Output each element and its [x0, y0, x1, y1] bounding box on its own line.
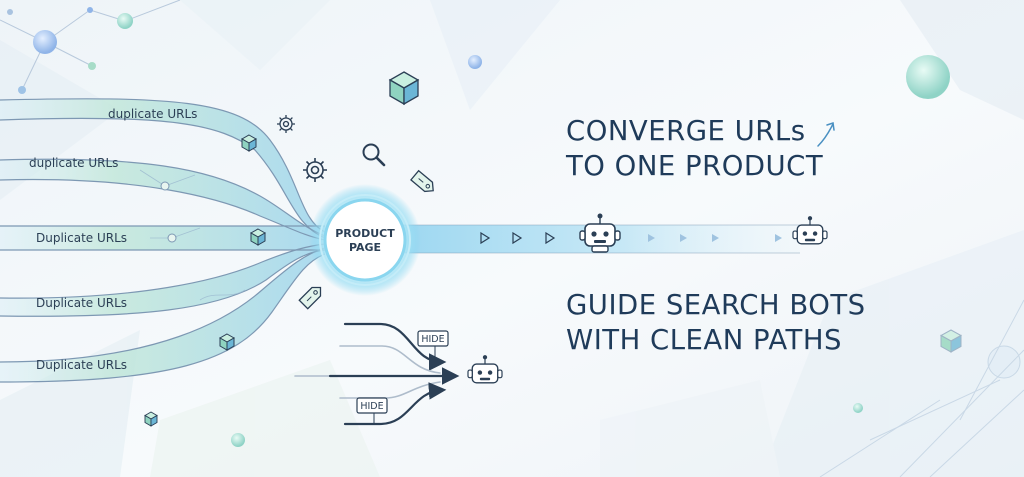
cube-icon — [218, 333, 236, 351]
gear-icon — [277, 115, 295, 133]
orb — [231, 433, 245, 447]
robot-icon — [792, 216, 828, 245]
hide-tag-label: HIDE — [360, 401, 383, 412]
url-label-3: Duplicate URLs — [36, 231, 127, 245]
orb — [906, 55, 950, 99]
arrow-icon — [817, 122, 835, 147]
robot-icon — [467, 355, 503, 384]
cube-icon — [939, 329, 963, 353]
cube-icon — [144, 411, 158, 427]
hub-label-line1: PRODUCT — [335, 227, 395, 240]
headline-guide: GUIDE SEARCH BOTS WITH CLEAN PATHS — [566, 288, 866, 358]
headline-converge-line2: TO ONE PRODUCT — [566, 150, 824, 182]
hide-tag: HIDE — [417, 330, 449, 347]
url-label-1: duplicate URLs — [108, 107, 197, 121]
flow-arrows-faded — [648, 234, 782, 242]
cube-icon — [388, 71, 420, 106]
tag-icon — [298, 286, 322, 310]
tag-icon — [410, 169, 434, 193]
flow-arrows — [480, 231, 556, 245]
network-nodes-top-left — [0, 0, 181, 94]
duplicate-url-streams — [0, 98, 326, 383]
headline-converge: CONVERGE URLs TO ONE PRODUCT — [566, 114, 823, 184]
url-label-2: duplicate URLs — [29, 156, 118, 170]
product-page-hub: PRODUCT PAGE — [309, 184, 421, 296]
url-labels: duplicate URLs duplicate URLs Duplicate … — [29, 107, 197, 372]
hide-tag-label: HIDE — [421, 334, 444, 345]
network-lines-bottom-right — [819, 299, 1024, 477]
headline-guide-line1: GUIDE SEARCH BOTS — [566, 289, 866, 321]
orb — [987, 345, 1021, 379]
url-label-5: Duplicate URLs — [36, 358, 127, 372]
gear-icon — [303, 158, 327, 182]
hide-tag: HIDE — [356, 397, 388, 414]
cube-icon — [249, 228, 267, 246]
orb — [853, 403, 863, 413]
search-icon — [362, 143, 386, 167]
cube-icon — [240, 134, 258, 152]
url-label-4: Duplicate URLs — [36, 296, 127, 310]
robot-icon — [579, 213, 621, 253]
hub-label-line2: PAGE — [349, 241, 381, 254]
headline-converge-line1: CONVERGE URLs — [566, 115, 806, 147]
headline-guide-line2: WITH CLEAN PATHS — [566, 324, 842, 356]
orb — [468, 55, 482, 69]
